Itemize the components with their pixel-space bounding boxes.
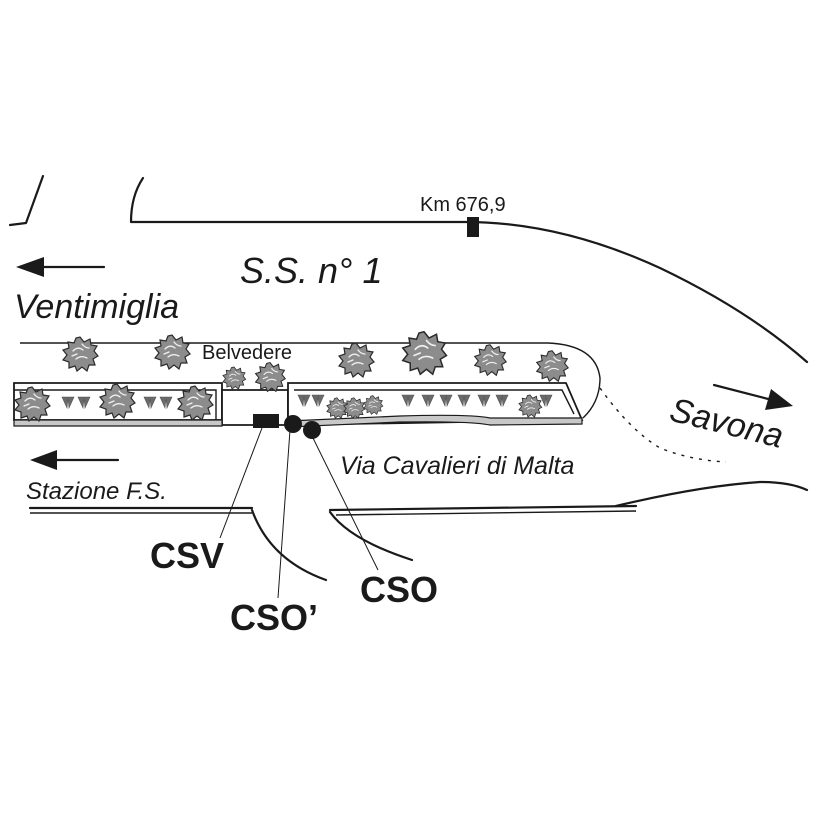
arrow-right-icon — [712, 383, 774, 402]
road-edge-top — [129, 176, 809, 364]
street-via-cavalieri: Via Cavalieri di Malta — [28, 452, 809, 582]
km-marker-post — [467, 217, 479, 237]
monitoring-stations: CSV CSO’ CSO — [150, 414, 438, 638]
belvedere-label: Belvedere — [202, 342, 292, 364]
cso-prime-marker — [284, 415, 302, 433]
direction-savona: Savona — [666, 383, 793, 456]
belvedere-path-dotted — [599, 387, 727, 463]
cso-label: CSO — [360, 569, 438, 610]
direction-ventimiglia: Ventimiglia — [14, 257, 179, 326]
km-marker-label: Km 676,9 — [420, 194, 506, 216]
street-edge-savona — [614, 480, 809, 508]
street-edge-lower-right — [328, 504, 638, 512]
station-label: Stazione F.S. — [26, 478, 167, 505]
belvedere-outline — [20, 342, 601, 419]
sidewalk-edge-right — [287, 414, 583, 428]
belvedere-area: Belvedere — [13, 330, 727, 463]
cso-prime-label: CSO’ — [230, 597, 318, 638]
ventimiglia-label: Ventimiglia — [14, 288, 179, 326]
state-road: Km 676,9 S.S. n° 1 — [8, 174, 809, 364]
cso-marker — [303, 421, 321, 439]
side-road-left — [250, 508, 328, 582]
csv-marker — [253, 414, 279, 428]
road-name-label: S.S. n° 1 — [240, 250, 382, 291]
direction-station: Stazione F.S. — [26, 450, 167, 505]
csv-label: CSV — [150, 535, 224, 576]
road-edge-left-stub — [8, 174, 45, 227]
street-label: Via Cavalieri di Malta — [340, 452, 574, 480]
side-road-right — [328, 510, 414, 562]
sidewalk-edge-left — [13, 419, 223, 427]
